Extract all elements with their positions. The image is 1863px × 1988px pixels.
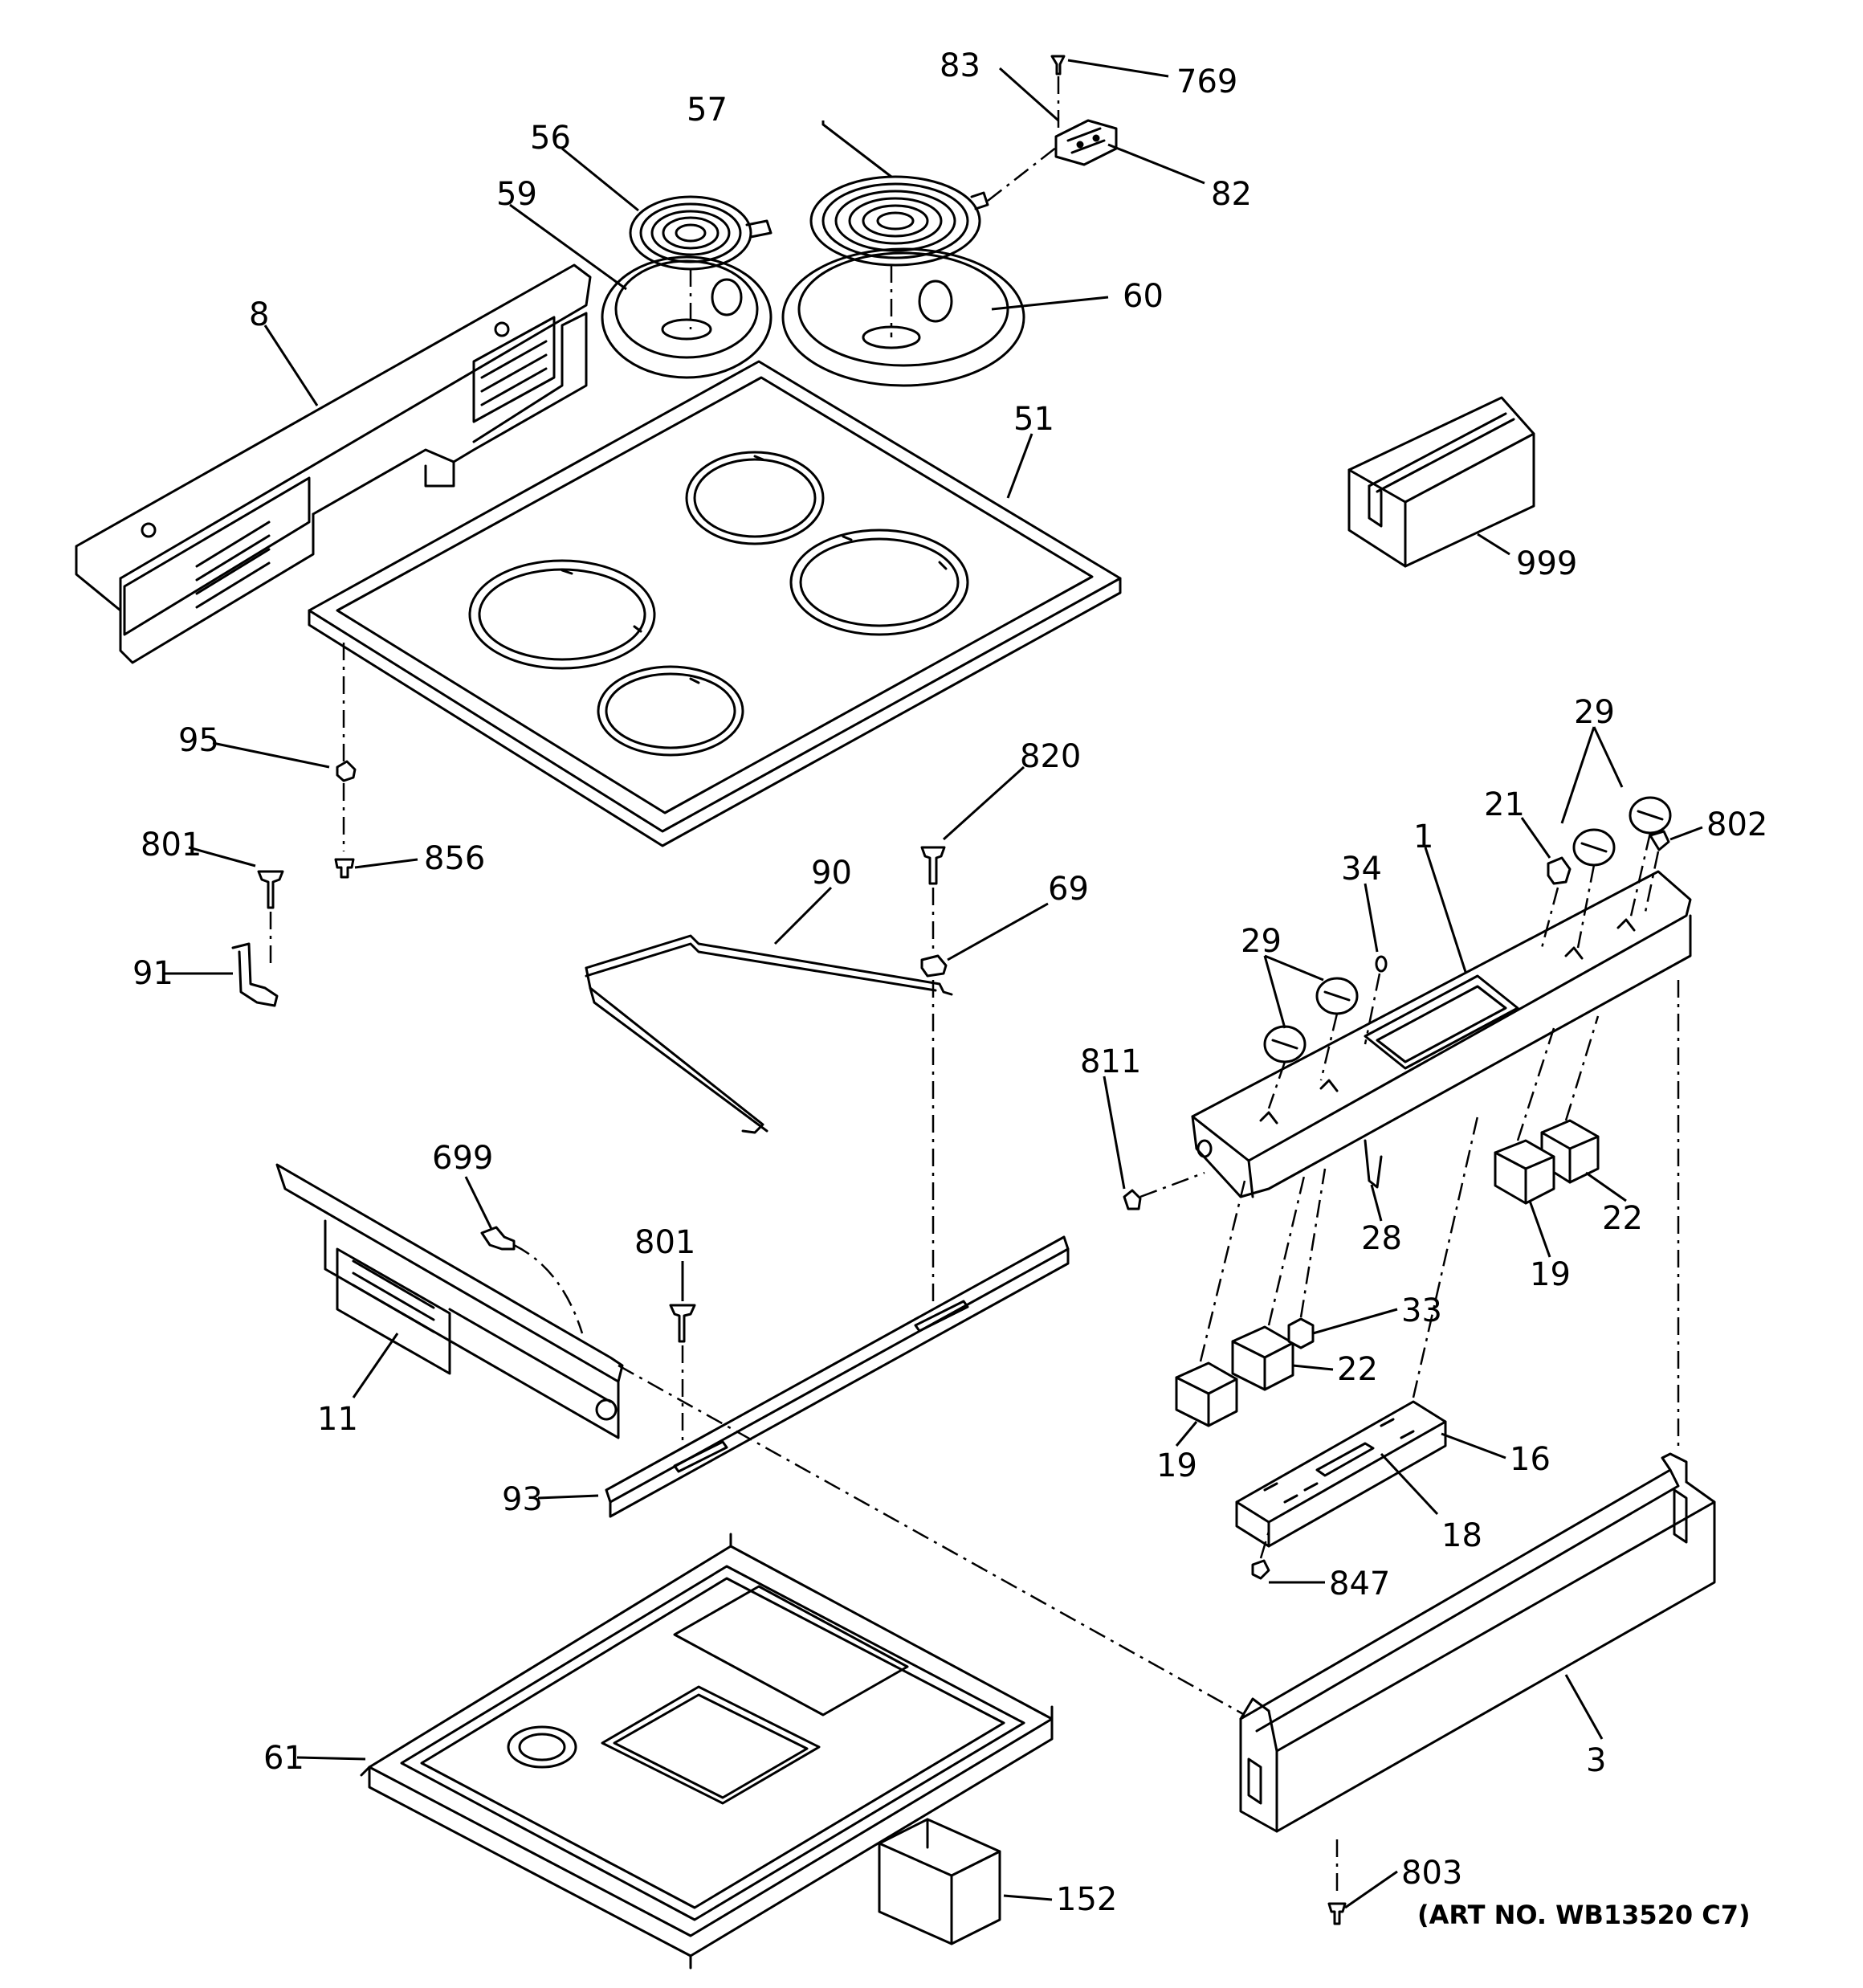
part-91-bracket [231,942,279,1007]
part-19-switch-right [1494,1027,1555,1205]
part-60-large-drip-pan [781,247,1025,387]
part-856-screw [334,858,355,879]
callout-90: 90 [811,855,852,892]
callout-18: 18 [1441,1517,1482,1554]
part-28-bracket [1364,1139,1383,1189]
part-8-rear-bracket [75,263,592,664]
callout-8: 8 [249,296,269,333]
callout-69: 69 [1048,871,1089,908]
callout-820: 820 [1020,738,1081,775]
part-51-cooktop [308,360,1122,847]
callout-152: 152 [1056,1881,1117,1918]
callout-19-left: 19 [1156,1447,1197,1484]
callout-61: 61 [263,1740,304,1777]
part-69-clip [920,954,948,1301]
callout-51: 51 [1013,401,1054,438]
part-802-screw [1643,830,1670,916]
callout-699: 699 [432,1140,493,1177]
callout-56: 56 [530,120,571,157]
callout-811: 811 [1080,1043,1141,1080]
part-29-knob-right-b [1629,796,1672,921]
callout-91: 91 [132,955,173,992]
part-29-knob-left-a [1263,1025,1307,1109]
part-820-screw [920,846,946,952]
part-3-trim-frame [1239,980,1716,1896]
part-33-switch [1287,1168,1327,1349]
leader-lines [165,59,1703,1909]
callout-59: 59 [496,176,537,213]
callout-29-right: 29 [1574,694,1615,731]
part-34-indicator [1364,955,1388,1045]
callout-34: 34 [1341,851,1382,888]
callout-82: 82 [1211,176,1252,213]
callout-29-left: 29 [1241,923,1282,960]
part-801-screw-left [257,870,284,964]
part-811-screw [1123,1171,1205,1210]
part-152-box [878,1818,1001,1945]
callout-57: 57 [687,92,728,129]
callout-16: 16 [1510,1441,1551,1478]
callout-33: 33 [1401,1292,1442,1329]
callout-803: 803 [1401,1855,1462,1892]
callout-999: 999 [1516,545,1577,582]
callout-28: 28 [1361,1220,1402,1257]
callout-93: 93 [502,1481,543,1518]
callout-83: 83 [940,47,980,84]
callout-11: 11 [317,1401,358,1438]
callout-802: 802 [1706,806,1767,843]
callout-847: 847 [1329,1565,1390,1602]
part-22-switch-left [1231,1172,1307,1391]
part-847-screw [1251,1525,1272,1580]
part-803-screw [1327,1902,1347,1925]
callout-22-right: 22 [1602,1200,1643,1237]
part-61-oven-bottom [360,1533,1054,1970]
callout-3: 3 [1586,1742,1606,1779]
part-21-switch [1540,856,1572,949]
callout-95: 95 [178,722,219,759]
part-57-large-surface-element [809,144,1061,337]
part-19-switch-left [1175,1180,1246,1427]
callout-1: 1 [1413,818,1433,855]
part-699-screw [480,1226,584,1334]
part-999-literature-box [1347,396,1535,568]
part-90-wire-rod [585,934,953,1134]
part-95-clip [336,760,357,782]
part-1-control-panel [1191,870,1692,1198]
part-59-small-drip-pan [601,255,773,379]
callout-856: 856 [424,840,485,877]
part-82-terminal-block [1054,119,1118,166]
part-93-rail [605,1235,1070,1518]
part-56-small-surface-element [629,195,773,329]
callout-801-left: 801 [141,827,202,863]
part-29-knob-left-b [1315,977,1359,1081]
part-29-knob-right-a [1572,828,1616,949]
part-801-screw-center [669,1304,696,1446]
callout-19-right: 19 [1530,1256,1571,1293]
callout-22-left: 22 [1337,1351,1378,1388]
callout-21: 21 [1484,786,1525,823]
callout-60: 60 [1123,278,1164,315]
callout-801-center: 801 [634,1224,695,1261]
callout-labels: 769 83 82 56 57 59 60 8 51 999 95 801 85… [132,47,1767,1930]
callout-769: 769 [1176,63,1237,100]
art-number: (ART NO. WB13520 C7) [1417,1900,1751,1930]
part-11-lower-rear-panel [275,1163,624,1439]
